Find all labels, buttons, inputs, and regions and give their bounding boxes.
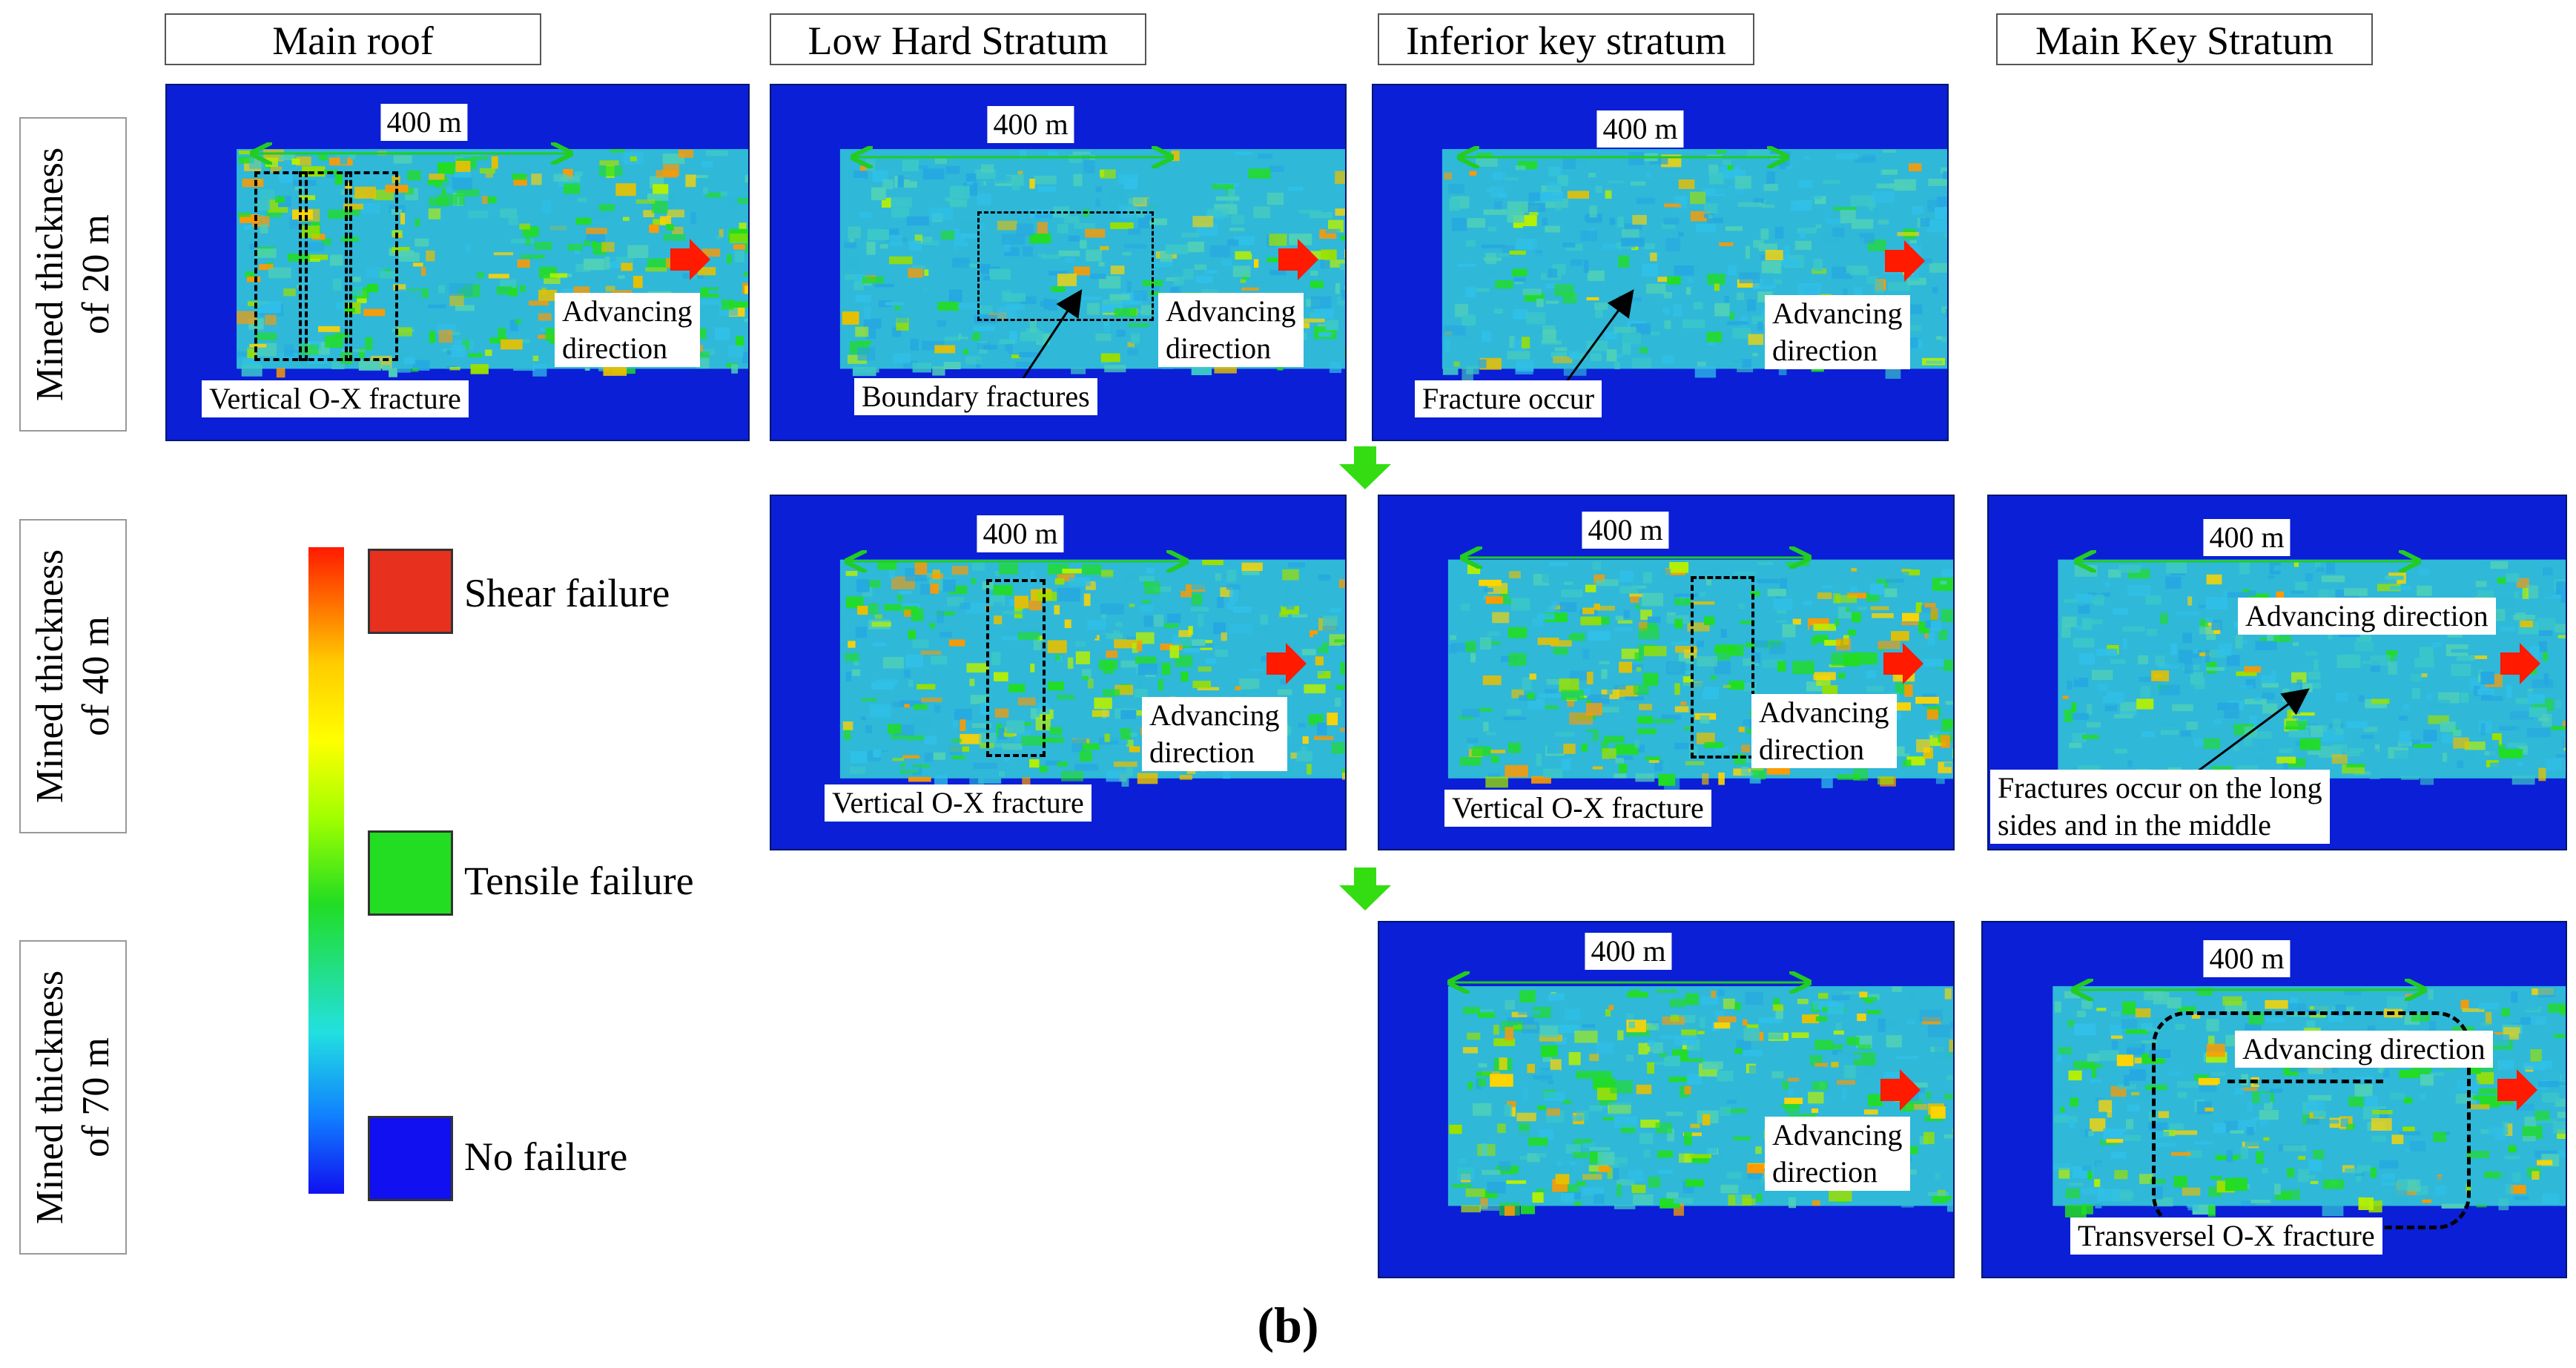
fracture-note: Vertical O-X fracture [1444,790,1711,827]
distance-label: 400 m [977,515,1064,552]
column-header-main-roof: Main roof [165,13,541,65]
distance-label: 400 m [987,106,1074,143]
fracture-box [299,171,352,361]
fracture-note: Boundary fractures [854,378,1097,415]
column-header-main-key-stratum: Main Key Stratum [1996,13,2373,65]
distance-label: 400 m [380,104,468,141]
distance-label: 400 m [2203,519,2291,556]
fracture-note: Transversel O-X fracture [2070,1217,2382,1255]
fracture-note: Vertical O-X fracture [202,380,469,417]
fracture-note: Fracture occur [1415,380,1602,417]
flow-arrow-down [1339,868,1391,911]
figure-caption: (b) [1257,1297,1319,1353]
distance-label: 400 m [1596,110,1684,148]
legend-label-shear: Shear failure [464,571,670,615]
fracture-box [254,171,308,361]
fracture-box [986,579,1046,757]
fracture-box [1691,576,1754,759]
flow-arrow-down [1339,446,1391,489]
legend-swatch-shear [368,549,453,634]
fracture-note: Vertical O-X fracture [825,784,1092,822]
fracture-box [977,211,1154,321]
advancing-direction-label: Advancing direction [2235,1031,2493,1068]
legend-swatch-tensile [368,830,453,916]
legend-swatch-no-failure [368,1116,453,1201]
distance-label: 400 m [1582,512,1669,549]
legend-label-tensile: Tensile failure [464,859,694,903]
fracture-box [2227,1080,2383,1083]
column-header-inferior-key-stratum: Inferior key stratum [1378,13,1754,65]
legend-label-no-failure: No failure [464,1134,628,1179]
advancing-direction-label: Advancing direction [2238,598,2496,635]
failure-map [1447,986,1953,1216]
distance-label: 400 m [2203,940,2291,977]
fracture-box [345,171,398,361]
legend-colorbar [308,547,344,1194]
panel-r3c3-inferior-key-70m [1378,921,1955,1278]
distance-label: 400 m [1585,933,1672,970]
column-header-low-hard-stratum: Low Hard Stratum [770,13,1146,65]
